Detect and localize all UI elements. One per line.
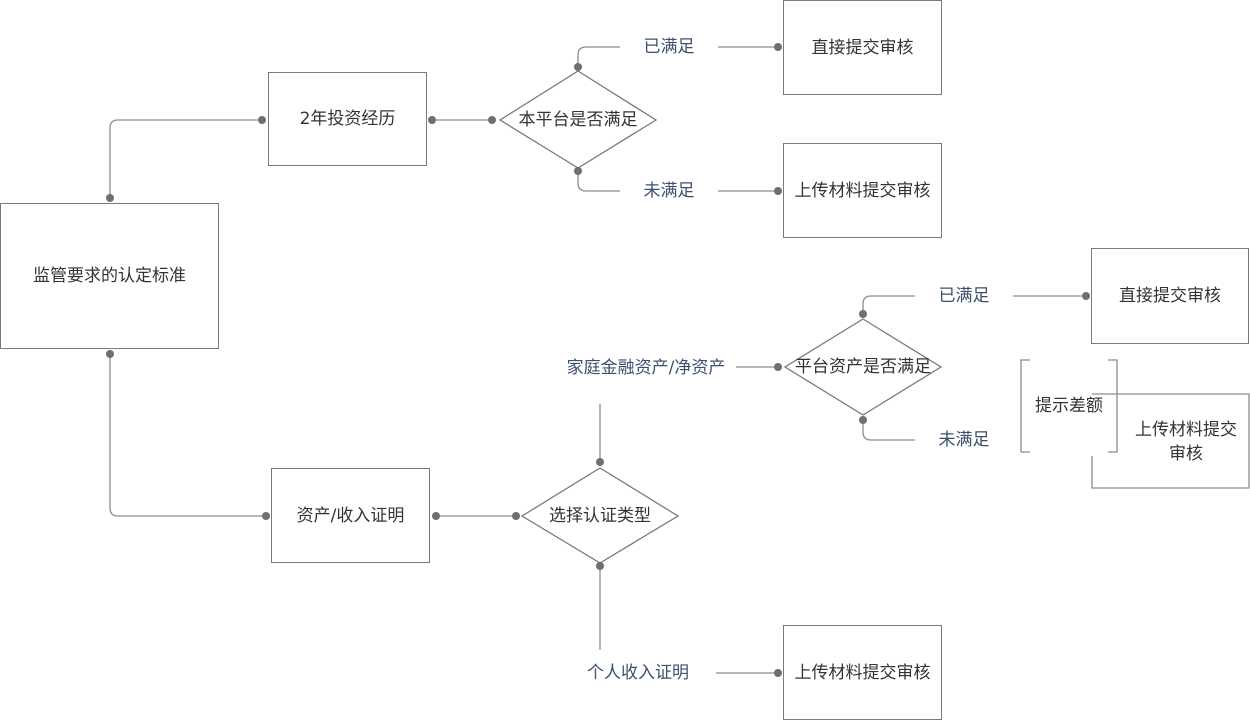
experience-direct-submit-box: 直接提交审核 <box>783 0 942 95</box>
asset-unsatisfied-tag: 未满足 <box>915 426 1013 454</box>
platform-decision-text: 本平台是否满足 <box>500 106 656 134</box>
personal-income-tag: 个人收入证明 <box>560 659 716 687</box>
asset-result-box-outline <box>1091 393 1250 489</box>
connector-root-to-experience <box>109 119 262 198</box>
difference-hint-label: 提示差额 <box>1035 396 1103 416</box>
asset-decision-label: 平台资产是否满足 <box>795 357 931 377</box>
root-criteria-box: 监管要求的认定标准 <box>0 203 219 349</box>
experience-satisfied-label: 已满足 <box>643 37 695 57</box>
type-decision-text: 选择认证类型 <box>522 502 678 530</box>
asset-upload-submit-label: 上传材料提交审核 <box>1135 420 1237 464</box>
connector-asset-decision-to-satisfied <box>862 295 915 314</box>
asset-upload-submit-box: 上传材料提交审核 <box>1122 413 1250 471</box>
experience-satisfied-tag: 已满足 <box>620 33 718 61</box>
income-upload-submit-label: 上传材料提交审核 <box>794 662 931 683</box>
decision-diamond-asset <box>783 318 943 416</box>
connector-dot <box>859 416 867 424</box>
asset-income-proof-box: 资产/收入证明 <box>271 468 430 563</box>
connector-dot <box>859 310 867 318</box>
asset-direct-submit-label: 直接提交审核 <box>1119 286 1221 306</box>
connector-dot <box>488 116 496 124</box>
family-assets-label: 家庭金融资产/净资产 <box>566 358 726 378</box>
platform-decision-label: 本平台是否满足 <box>518 110 638 130</box>
investment-experience-label: 2年投资经历 <box>299 109 396 129</box>
asset-unsatisfied-label: 未满足 <box>938 430 990 450</box>
connector-dot <box>106 194 114 202</box>
connector-dot <box>774 669 782 677</box>
connector-dots <box>106 43 1090 677</box>
asset-satisfied-label: 已满足 <box>938 286 990 306</box>
asset-income-proof-label: 资产/收入证明 <box>296 505 405 526</box>
asset-decision-text: 平台资产是否满足 <box>785 340 941 394</box>
connector-decision-to-unsatisfied <box>577 171 620 192</box>
connector-dot <box>432 512 440 520</box>
connector-dot <box>262 512 270 520</box>
experience-direct-submit-label: 直接提交审核 <box>811 37 914 58</box>
connector-decision-to-satisfied <box>577 46 620 67</box>
connector-dot <box>596 458 604 466</box>
connector-root-to-asset <box>109 354 266 517</box>
experience-unsatisfied-label: 未满足 <box>643 181 695 201</box>
connector-dot <box>774 43 782 51</box>
experience-upload-submit-label: 上传材料提交审核 <box>794 180 931 201</box>
hint-left-bracket <box>1020 359 1030 453</box>
connector-dot <box>512 512 520 520</box>
asset-direct-submit-box: 直接提交审核 <box>1091 248 1249 344</box>
connector-dot <box>774 363 782 371</box>
connector-dot <box>1082 292 1090 300</box>
asset-satisfied-tag: 已满足 <box>915 282 1013 310</box>
family-assets-tag: 家庭金融资产/净资产 <box>556 338 736 398</box>
connector-dot <box>574 167 582 175</box>
connector-lines <box>109 46 1250 674</box>
connector-asset-decision-to-unsatisfied <box>862 420 915 441</box>
connector-dot <box>258 116 266 124</box>
experience-unsatisfied-tag: 未满足 <box>620 177 718 205</box>
difference-hint-box: 提示差额 <box>1024 392 1114 420</box>
connector-dot <box>596 562 604 570</box>
connector-dot <box>574 63 582 71</box>
investment-experience-box: 2年投资经历 <box>268 72 427 166</box>
connector-dot <box>106 350 114 358</box>
income-upload-submit-box: 上传材料提交审核 <box>783 625 942 720</box>
connector-dot <box>774 187 782 195</box>
personal-income-label: 个人收入证明 <box>587 663 689 683</box>
type-decision-label: 选择认证类型 <box>549 506 651 526</box>
hint-right-bracket <box>1108 359 1118 453</box>
experience-upload-submit-box: 上传材料提交审核 <box>783 143 942 238</box>
root-criteria-label: 监管要求的认定标准 <box>33 266 186 286</box>
connector-dot <box>428 116 436 124</box>
